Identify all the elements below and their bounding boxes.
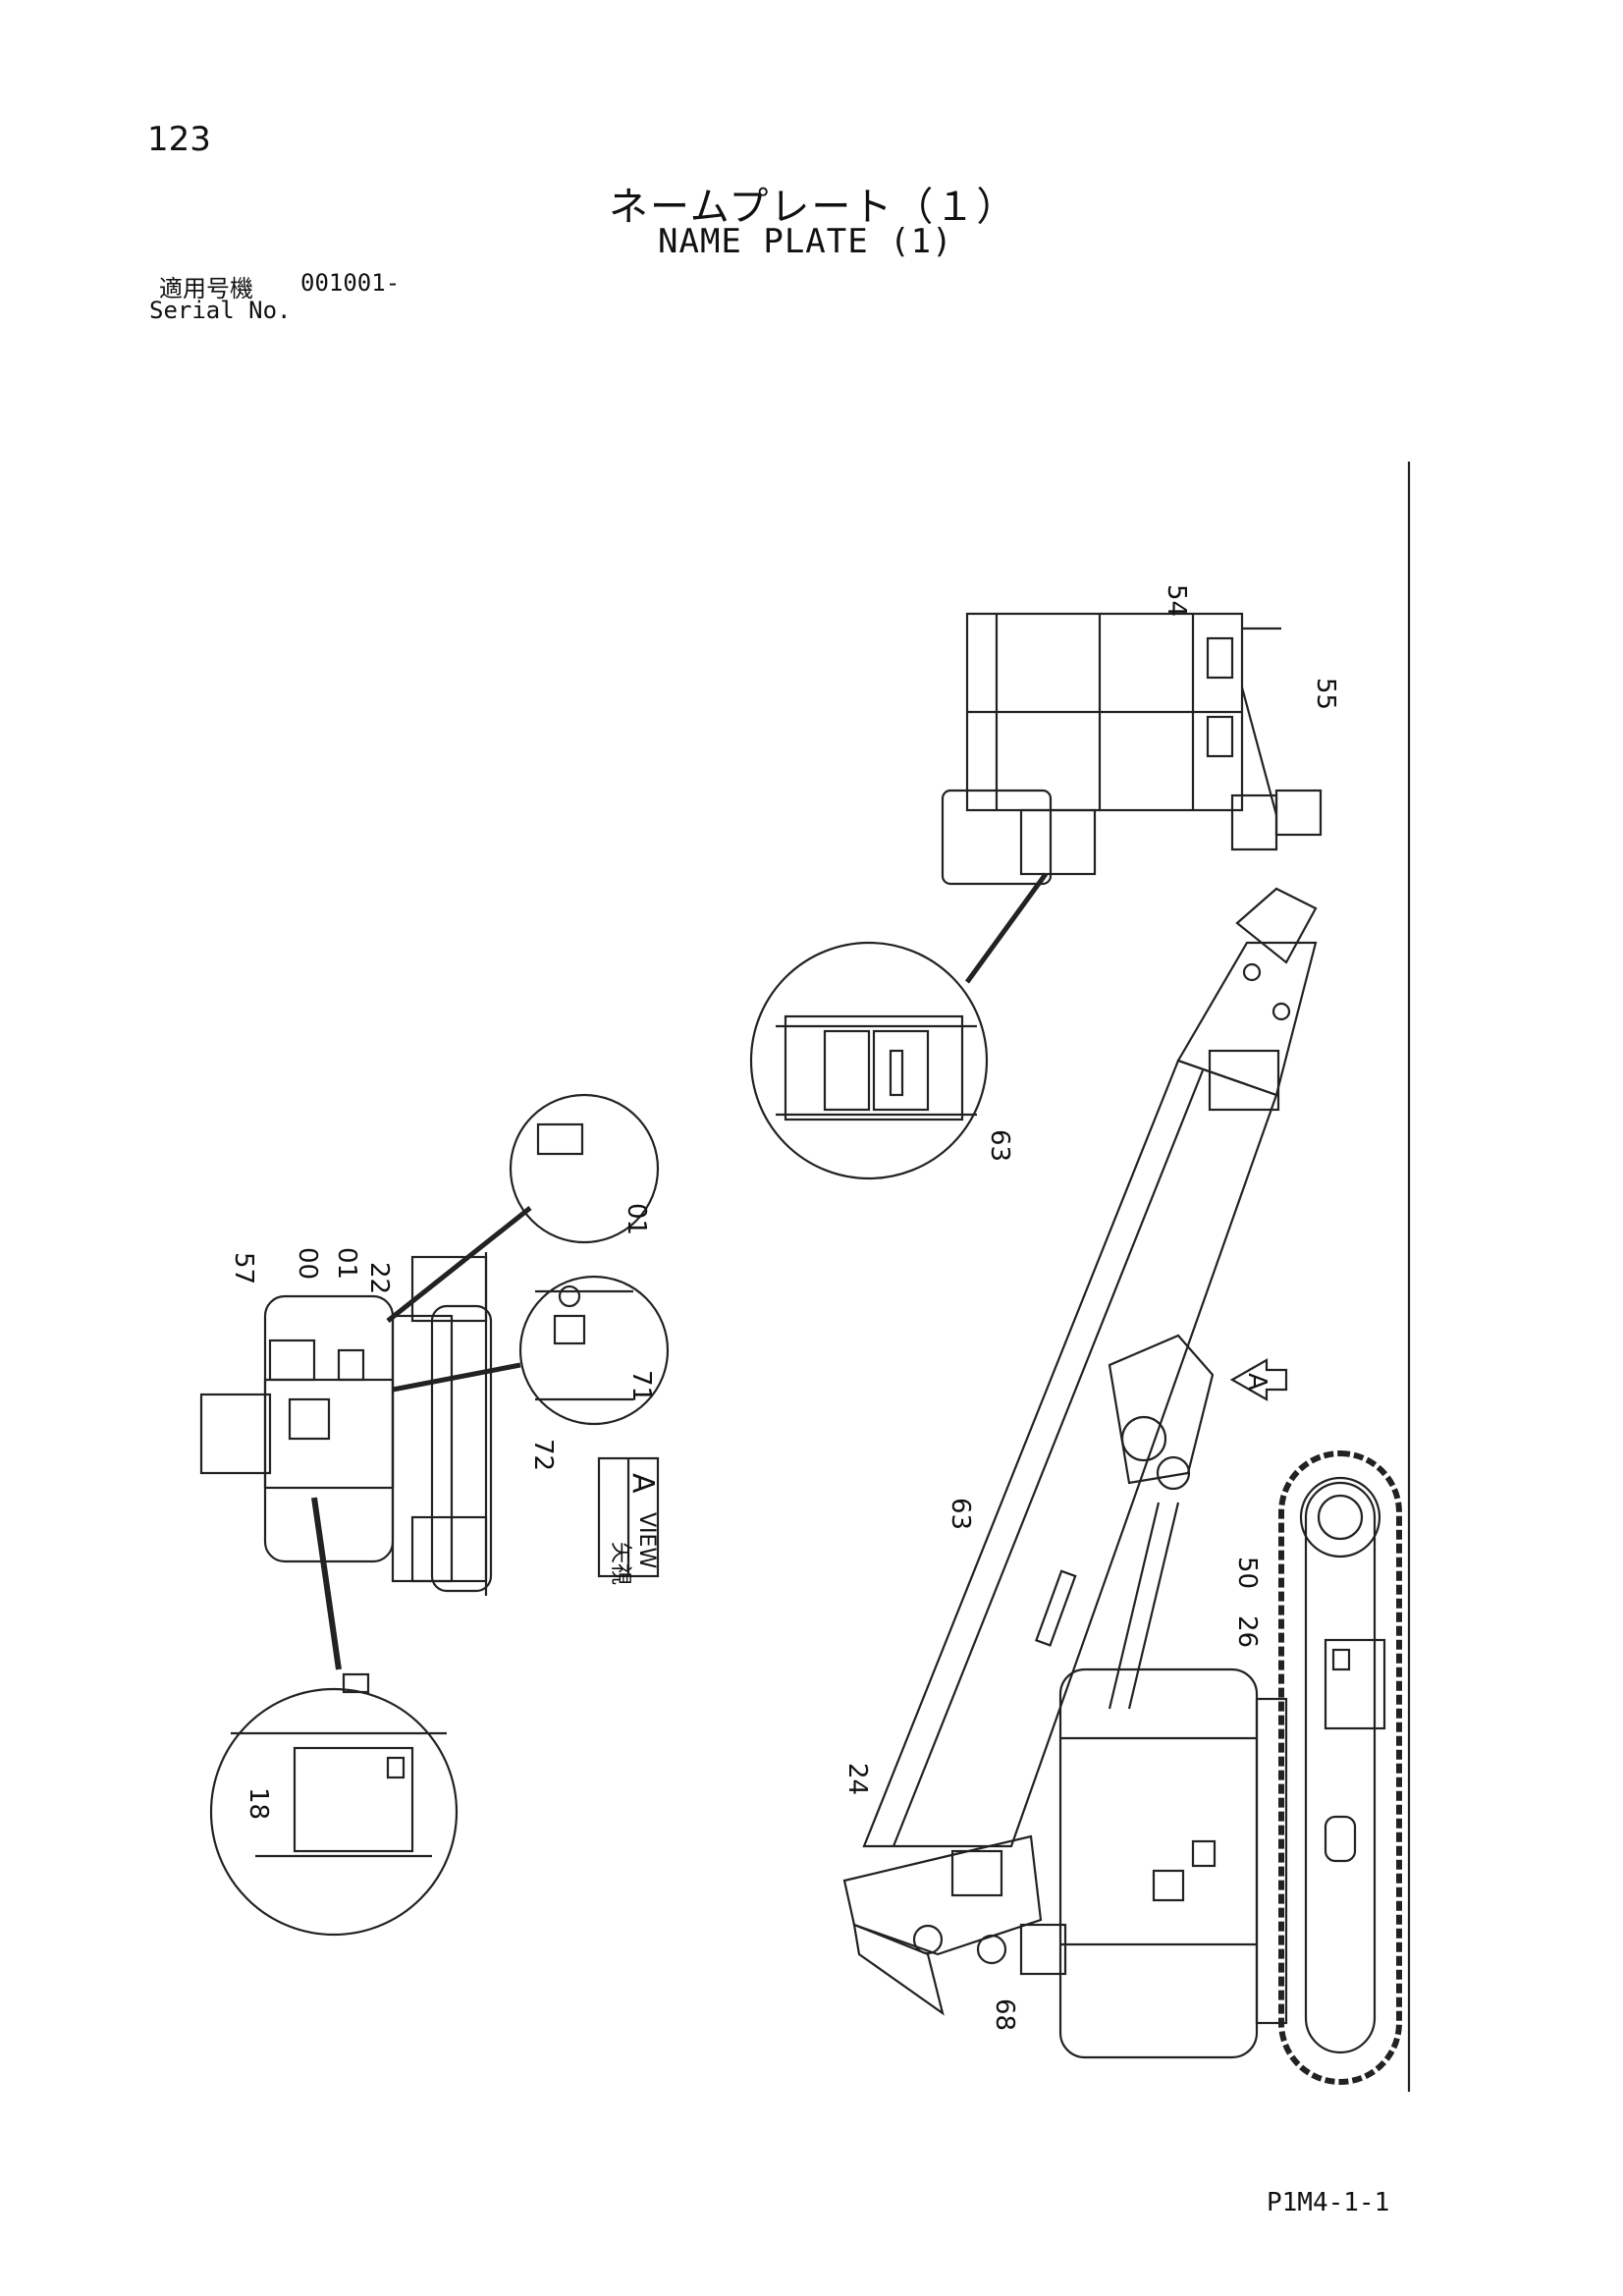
crawler-track bbox=[1278, 1450, 1402, 2085]
upper-structure bbox=[1058, 1667, 1288, 2059]
callout-63-detail: 63 bbox=[985, 1129, 1014, 1162]
callout-00: 00 bbox=[293, 1247, 322, 1280]
callout-54: 54 bbox=[1162, 584, 1191, 617]
detail-circle-basket bbox=[749, 941, 989, 1180]
callout-26: 26 bbox=[1232, 1615, 1262, 1648]
callout-01-side: 01 bbox=[332, 1247, 361, 1280]
view-label-letter: A bbox=[625, 1473, 660, 1494]
callout-71: 71 bbox=[626, 1370, 656, 1402]
side-view-machine bbox=[199, 1252, 493, 1596]
boom-arm bbox=[862, 887, 1318, 1848]
serial-number-value: 001001- bbox=[300, 269, 401, 297]
callout-72: 72 bbox=[528, 1439, 558, 1471]
callout-63-boom: 63 bbox=[946, 1498, 975, 1530]
boom-foot bbox=[842, 1834, 1067, 2016]
callout-55: 55 bbox=[1311, 678, 1340, 710]
callout-24: 24 bbox=[842, 1763, 872, 1795]
callout-68: 68 bbox=[990, 1998, 1019, 2031]
view-label-english: VIEW bbox=[634, 1512, 659, 1568]
view-label-japanese: 矢視 bbox=[608, 1542, 632, 1585]
view-arrow-letter: A bbox=[1242, 1373, 1271, 1391]
detail-circle-plate-71 bbox=[518, 1275, 670, 1426]
callout-22: 22 bbox=[364, 1262, 394, 1294]
page-code: P1M4-1-1 bbox=[1267, 2188, 1390, 2217]
page-number: 123 bbox=[147, 120, 211, 159]
serial-label-japanese: 適用号機 bbox=[159, 275, 253, 302]
callout-50: 50 bbox=[1232, 1557, 1262, 1589]
serial-label-english: Serial No. bbox=[149, 297, 292, 324]
page-title-english: NAME PLATE (1) bbox=[658, 222, 953, 261]
detail-circle-plate-01 bbox=[509, 1093, 660, 1244]
callout-01-detail: 01 bbox=[622, 1203, 651, 1235]
callout-18: 18 bbox=[243, 1787, 273, 1820]
platform-basket bbox=[941, 612, 1323, 886]
view-a-arrow bbox=[1229, 1358, 1288, 1401]
page-title-japanese: ネームプレート（１） bbox=[609, 185, 1018, 230]
detail-circle-plate-18 bbox=[209, 1672, 459, 1937]
callout-57: 57 bbox=[229, 1252, 258, 1285]
